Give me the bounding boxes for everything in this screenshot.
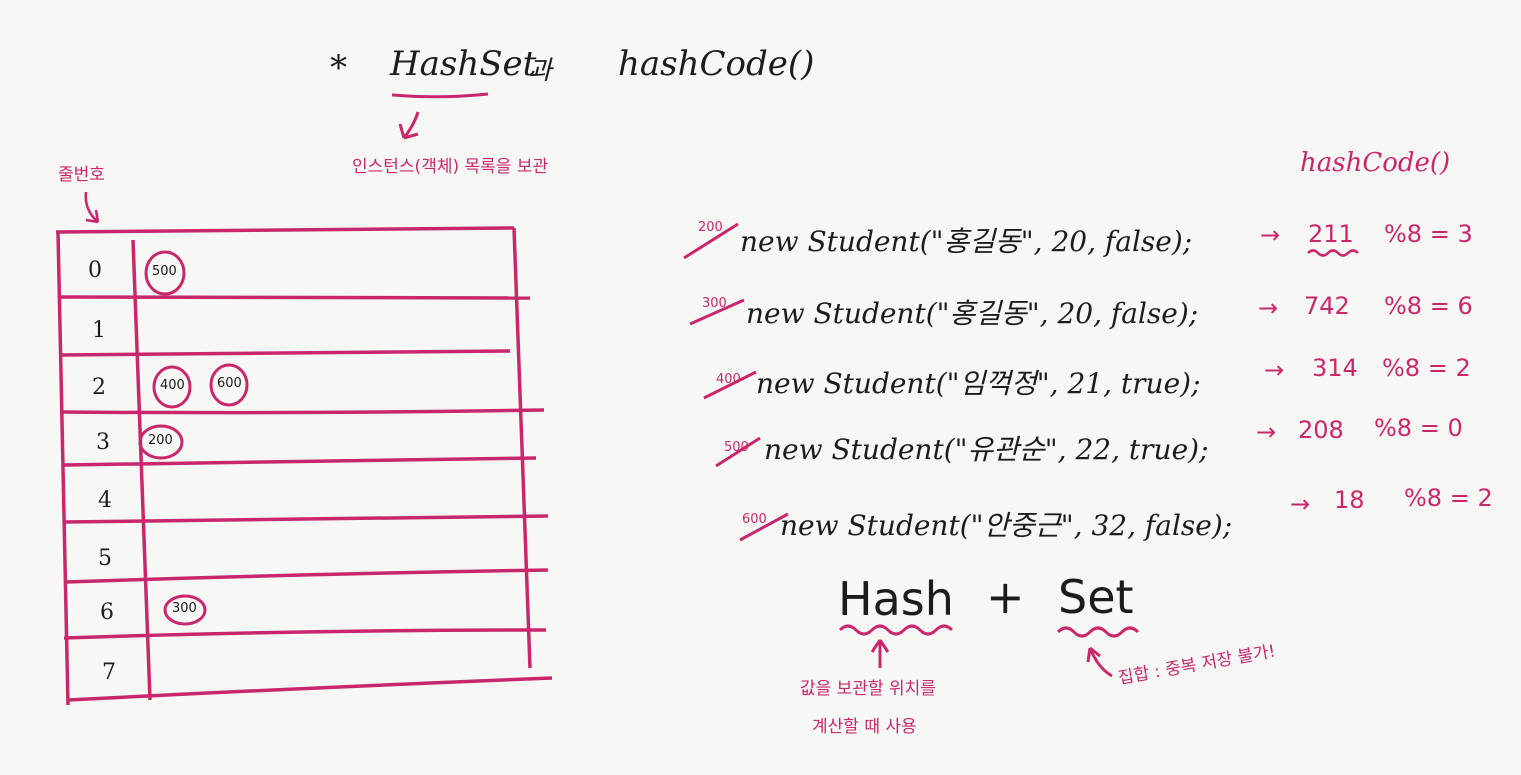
instance-list-note: 인스턴스(객체) 목록을 보관 [352, 157, 549, 177]
title-star: * [330, 48, 347, 88]
row-number-label: 줄번호 [58, 165, 105, 185]
statement-4-address: 600 [742, 512, 767, 527]
row-index-7: 7 [102, 660, 116, 685]
row-index-4: 4 [98, 488, 112, 513]
statement-4-hash: 18 [1334, 486, 1365, 514]
statement-0-address: 200 [698, 220, 723, 235]
row-index-0: 0 [88, 258, 102, 283]
statement-4-arrow: → [1290, 490, 1311, 518]
statement-1-code: new Student("홍길동", 20, false); [746, 297, 1199, 330]
statement-0-arrow: → [1260, 221, 1281, 249]
hashset-underline [391, 92, 489, 99]
statement-2-address: 400 [716, 372, 741, 387]
object-circles [138, 250, 249, 626]
hashset-arrow [398, 111, 420, 140]
row-number-arrow [84, 191, 100, 224]
statement-2-hash: 314 [1312, 354, 1358, 382]
statement-3-code: new Student("유관순", 22, true); [764, 433, 1209, 466]
row-index-3: 3 [96, 430, 110, 455]
title-hashcode: hashCode() [618, 44, 815, 84]
set-word: Set [1058, 570, 1134, 624]
title-hashset: HashSet [390, 44, 537, 84]
hash-wavy-underline [838, 624, 954, 636]
hash-note-line-1: 값을 보관할 위치를 [800, 679, 936, 699]
bucket-0-item-0: 500 [152, 264, 177, 279]
bucket-2-item-1: 600 [217, 376, 242, 391]
set-wavy-underline [1056, 626, 1140, 638]
statement-3-mod: %8 = 0 [1374, 414, 1463, 442]
row-index-6: 6 [100, 600, 114, 625]
hash-note-arrow [870, 639, 890, 668]
statement-2-arrow: → [1264, 356, 1285, 384]
table-index-divider [131, 239, 152, 701]
bucket-6-item-0: 300 [172, 601, 197, 616]
statement-3-hash: 208 [1298, 416, 1344, 444]
statement-1-mod: %8 = 6 [1384, 292, 1473, 320]
row-index-5: 5 [98, 546, 112, 571]
statement-0-hash: 211 [1308, 220, 1354, 248]
row-index-1: 1 [92, 318, 106, 343]
statement-3-arrow: → [1256, 418, 1277, 446]
hashcode-column-header: hashCode() [1300, 148, 1451, 178]
row-index-2: 2 [92, 375, 106, 400]
statement-2-code: new Student("임꺽정", 21, true); [756, 367, 1201, 400]
address-slashes [683, 222, 789, 542]
statement-0-mod: %8 = 3 [1384, 220, 1473, 248]
plus-sign: + [986, 570, 1025, 624]
table-right-border [512, 227, 532, 669]
hash-word: Hash [838, 572, 954, 626]
statement-3-address: 500 [724, 440, 749, 455]
statement-4-code: new Student("안중근", 32, false); [780, 509, 1233, 542]
hash-211-wavy-underline [1307, 249, 1359, 257]
statement-1-hash: 742 [1304, 292, 1350, 320]
title-and: 과 [528, 56, 552, 86]
hash-table-lines [55, 226, 553, 706]
bucket-2-item-0: 400 [160, 378, 185, 393]
statement-2-mod: %8 = 2 [1382, 354, 1471, 382]
set-note-arrow [1086, 646, 1113, 678]
table-top-border [55, 226, 515, 234]
statement-1-arrow: → [1258, 294, 1279, 322]
bucket-3-item-0: 200 [148, 433, 173, 448]
table-left-border [56, 231, 70, 706]
hash-note-line-2: 계산할 때 사용 [812, 717, 917, 737]
statement-1-address: 300 [702, 296, 727, 311]
statement-4-mod: %8 = 2 [1404, 484, 1493, 512]
statement-0-code: new Student("홍길동", 20, false); [740, 225, 1193, 258]
